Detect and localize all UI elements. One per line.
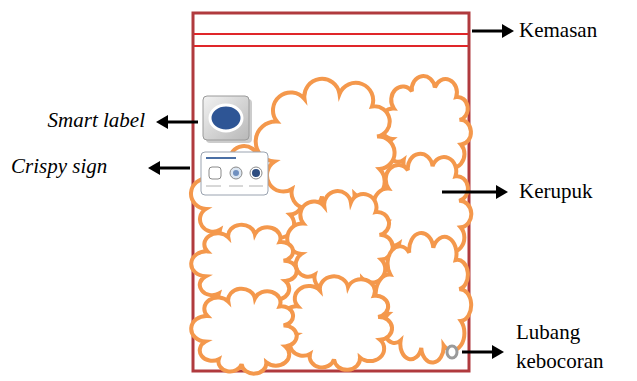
part-label: Crispy sign bbox=[11, 153, 107, 179]
smart-label-symbol bbox=[203, 96, 252, 143]
cracker-clouds bbox=[191, 76, 471, 374]
part-label: Smart label bbox=[48, 107, 145, 133]
crispy-sign-symbol bbox=[201, 152, 268, 195]
part-label: Kemasan bbox=[519, 17, 597, 43]
part-label: Lubang kebocoran bbox=[516, 318, 637, 376]
leader-arrows bbox=[148, 24, 514, 359]
seal-line bbox=[194, 33, 468, 35]
part-label: Kerupuk bbox=[519, 178, 592, 204]
leak-hole bbox=[447, 346, 457, 358]
seal-line bbox=[194, 45, 468, 47]
